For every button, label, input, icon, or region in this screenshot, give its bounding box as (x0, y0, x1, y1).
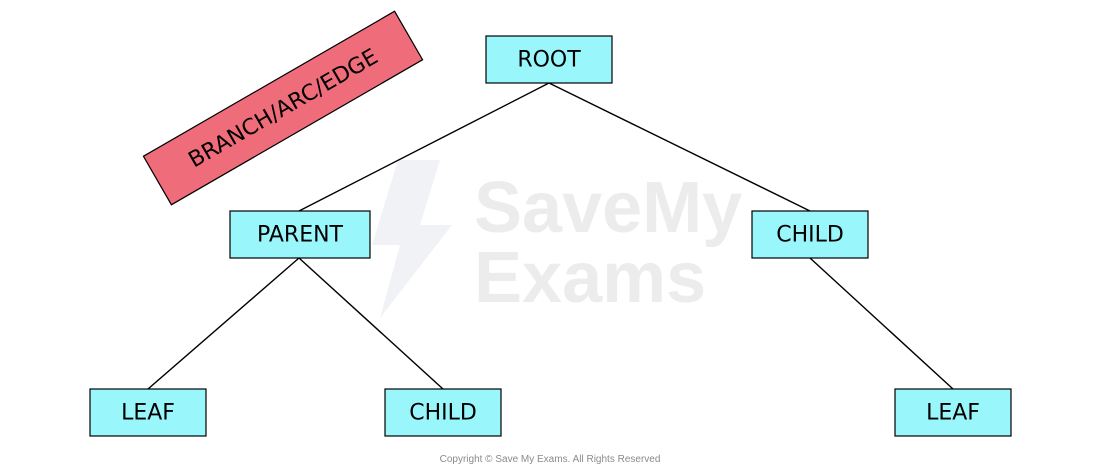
watermark-bolt-icon (372, 160, 452, 318)
node-leaf-left-label: LEAF (121, 401, 175, 426)
edges (147, 82, 954, 390)
node-leaf-right: LEAF (894, 388, 1012, 437)
node-child-lower: CHILD (384, 388, 502, 437)
node-child-right-box (751, 210, 869, 259)
node-child-right: CHILD (751, 210, 869, 259)
node-parent: PARENT (229, 210, 371, 259)
node-root-label: ROOT (517, 48, 581, 73)
watermark: SaveMy Exams (372, 160, 742, 318)
edge-parent-leaf (147, 257, 300, 390)
node-root: ROOT (485, 35, 613, 84)
edge-parent-child (298, 257, 444, 390)
node-leaf-right-box (894, 388, 1012, 437)
edge-root-child (548, 82, 811, 212)
node-parent-box (229, 210, 371, 259)
node-leaf-left-box (89, 388, 207, 437)
watermark-line-1: SaveMy (474, 168, 742, 248)
node-parent-label: PARENT (257, 223, 344, 248)
watermark-line-2: Exams (474, 238, 706, 318)
node-leaf-left: LEAF (89, 388, 207, 437)
node-child-lower-box (384, 388, 502, 437)
branch-annotation-box (142, 10, 424, 206)
branch-annotation: BRANCH/ARC/EDGE (142, 10, 424, 206)
node-root-box (485, 35, 613, 84)
node-leaf-right-label: LEAF (926, 401, 980, 426)
node-child-lower-label: CHILD (409, 401, 477, 426)
branch-annotation-label: BRANCH/ARC/EDGE (185, 45, 383, 174)
node-child-right-label: CHILD (776, 223, 844, 248)
copyright-text: Copyright © Save My Exams. All Rights Re… (440, 454, 661, 465)
edge-child-leaf (809, 257, 954, 390)
edge-root-parent (298, 82, 550, 212)
